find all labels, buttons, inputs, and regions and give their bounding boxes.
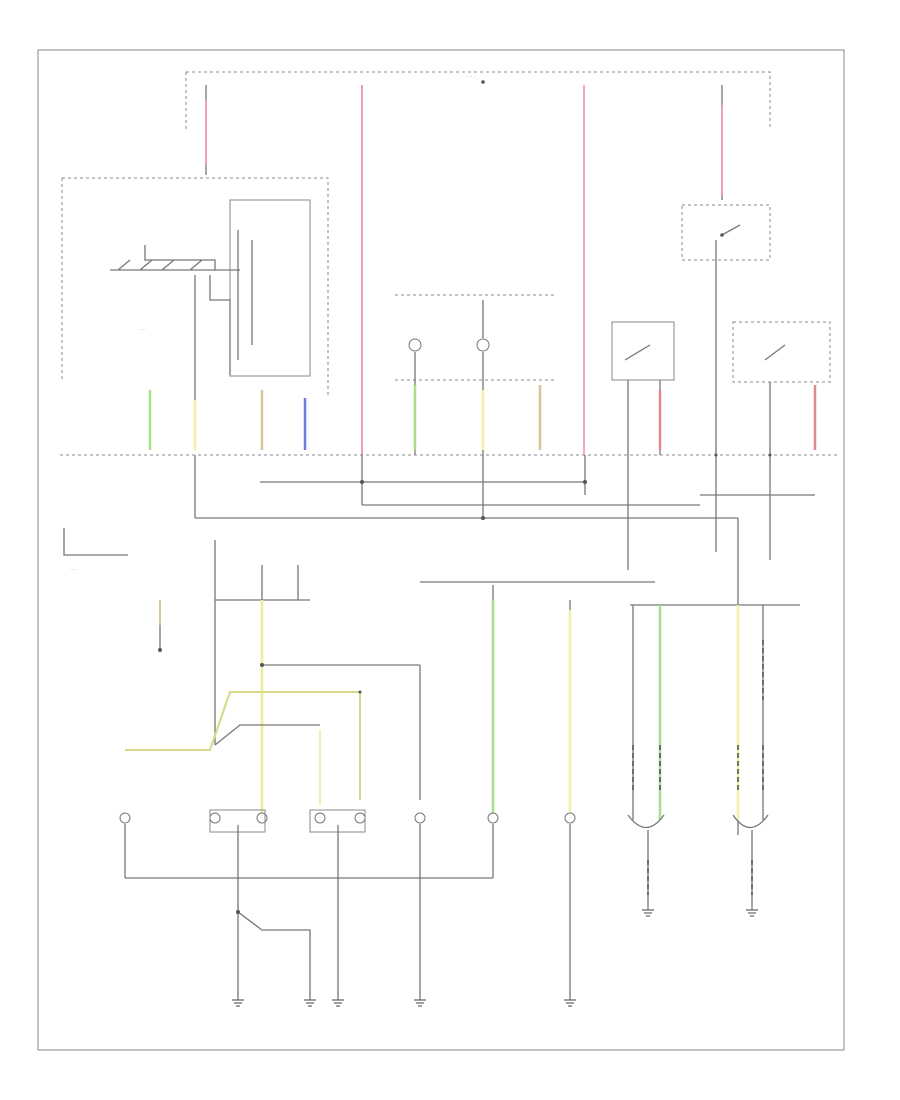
ground-symbols: [232, 909, 758, 1007]
relay-box-center: [611, 321, 675, 570]
lamp-1: [119, 812, 131, 824]
junction-dots: [236, 453, 772, 914]
diagram-frame: [37, 49, 845, 1051]
lamp-2: [209, 812, 221, 824]
dimmer-module: [214, 724, 321, 805]
multiplex-control-unit: . . .: [61, 177, 329, 400]
lamp-6: [414, 812, 426, 824]
gauge-assembly: [395, 294, 555, 520]
svg-text:. . . .: . . . .: [466, 73, 475, 78]
lamp-7: [487, 812, 499, 824]
ignition-switch: [681, 204, 771, 552]
lamp-8: [564, 812, 576, 824]
lamp-4: [314, 812, 326, 824]
fuse-box: . . . .: [185, 71, 771, 130]
svg-text:. . .: . . .: [70, 566, 76, 571]
body-control-module-label: . . .: [63, 528, 128, 571]
lamp-row: [119, 809, 769, 833]
lamp-5: [354, 812, 366, 824]
relay-box-right: [732, 321, 831, 560]
svg-text:. . .: . . .: [140, 326, 146, 331]
